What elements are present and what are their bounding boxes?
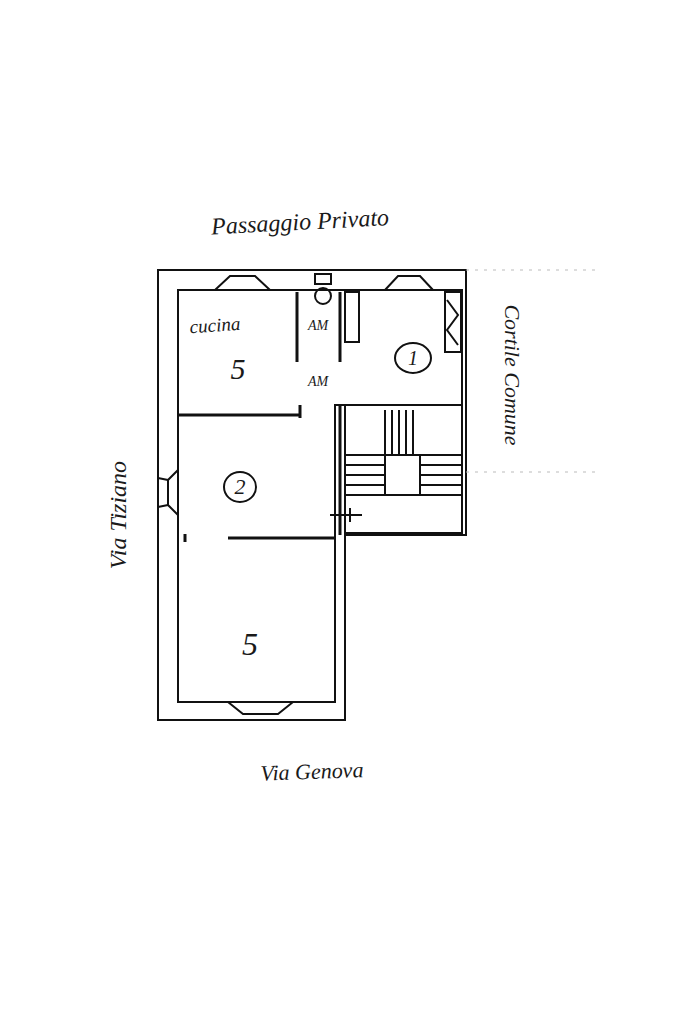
- stair-step: [391, 410, 393, 455]
- wc-tank: [315, 274, 331, 284]
- room-name: cucina: [189, 314, 241, 338]
- stair: [345, 405, 462, 533]
- partition: [296, 292, 299, 362]
- cupboard: [445, 292, 461, 352]
- fixture: [345, 292, 359, 342]
- room-number: 5: [242, 627, 258, 662]
- room-number: 2: [235, 475, 246, 499]
- window: [385, 276, 433, 290]
- door-mark: [330, 514, 362, 516]
- room-number: 1: [408, 347, 418, 369]
- partition: [339, 292, 342, 362]
- room-code: AM: [308, 318, 328, 333]
- partition: [178, 414, 300, 417]
- stair-step: [384, 455, 386, 495]
- street-label: Via Genova: [260, 758, 364, 786]
- door-jamb: [184, 534, 187, 542]
- wc-symbol: [315, 288, 331, 304]
- door-mark: [349, 508, 351, 522]
- room-circle: [395, 343, 431, 373]
- stair-step: [419, 455, 421, 495]
- outer-wall: [158, 270, 466, 720]
- stair-step: [345, 454, 462, 456]
- room-code: AM: [308, 374, 328, 389]
- stair-step: [420, 474, 462, 476]
- stair-step: [405, 410, 407, 455]
- stair-step: [398, 410, 400, 455]
- partition: [299, 405, 302, 418]
- partition: [228, 537, 335, 540]
- window: [168, 470, 178, 515]
- guide-line: [466, 270, 600, 271]
- stair-step: [345, 484, 385, 486]
- window: [228, 702, 293, 714]
- stair-step: [345, 464, 385, 466]
- cupboard-mark: [447, 300, 458, 345]
- street-label: Passaggio Privato: [210, 204, 389, 240]
- room-circle: [224, 472, 256, 502]
- street-label: Via Tiziano: [105, 461, 131, 569]
- stair-step: [384, 410, 386, 455]
- guide-line: [466, 472, 600, 473]
- window: [215, 276, 270, 290]
- courtyard-label: Cortile Comune: [500, 304, 524, 445]
- window: [158, 505, 168, 507]
- room-number: 5: [231, 352, 246, 385]
- stair-step: [412, 410, 414, 455]
- stair-step: [420, 464, 462, 466]
- stair-step: [420, 484, 462, 486]
- stair-step: [345, 474, 385, 476]
- window: [158, 478, 168, 480]
- inner-wall: [178, 290, 462, 702]
- stair-step: [345, 494, 462, 496]
